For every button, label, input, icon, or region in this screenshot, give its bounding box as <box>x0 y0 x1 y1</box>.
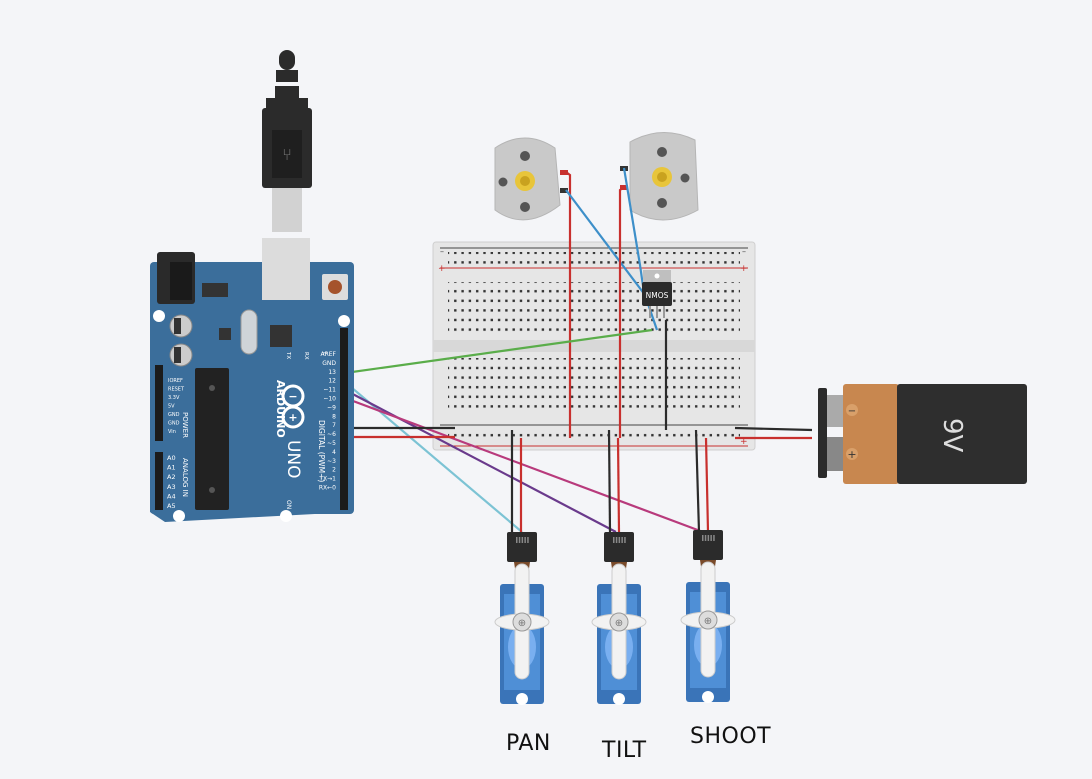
pin-label: 12 <box>328 378 336 385</box>
pin-label: ~5 <box>327 440 336 447</box>
on-label: ON <box>285 500 292 509</box>
arduino-uno[interactable]: − + ARDUINO UNO DIGITAL (PWM~) POWER ANA… <box>150 238 354 522</box>
wire-lightblue-pin11 <box>344 381 523 533</box>
analog-pin-label: A3 <box>167 483 176 491</box>
pin-label: ~6 <box>327 431 336 438</box>
led-label: L <box>321 352 327 356</box>
pin-label: ~10 <box>323 396 336 403</box>
digital-label: DIGITAL (PWM~) <box>317 420 326 482</box>
digital-pin-labels: AREF GND 13 12 ~11 ~10~9 8 7 ~6 ~5 4 ~3 2TX→1RX←0 <box>318 351 336 492</box>
pin-label: GND <box>322 360 336 367</box>
servos: ⊕ ⊕ ⊕ <box>494 530 736 705</box>
battery-plus: + <box>847 448 856 461</box>
pin-label: 8 <box>332 413 336 420</box>
power-pin-label: 3.3V <box>168 395 180 401</box>
svg-text:−: − <box>288 390 297 403</box>
wire-red-motor2 <box>618 186 625 438</box>
svg-text:⊕: ⊕ <box>615 618 623 629</box>
pin-label: 7 <box>332 422 336 429</box>
pin-label: TX→1 <box>318 476 336 483</box>
power-pin-labels: IOREF RESET 3.3V 5V GND GND Vin <box>168 378 185 435</box>
analog-pin-label: A5 <box>167 502 176 510</box>
power-pin-label: IOREF <box>168 378 183 384</box>
dc-motor-right[interactable] <box>620 131 699 221</box>
svg-text:+: + <box>740 437 748 447</box>
servo-tilt[interactable]: ⊕ <box>591 532 647 705</box>
arduino-brand: ARDUINO <box>274 380 287 438</box>
svg-text:+: + <box>288 411 297 424</box>
pin-label: 2 <box>332 467 336 474</box>
analog-pin-label: A1 <box>167 464 176 472</box>
analog-pin-label: A2 <box>167 473 176 481</box>
dc-motor-left[interactable] <box>494 137 568 221</box>
wire-magenta-pin9 <box>344 396 704 534</box>
pin-label: AREF <box>320 351 336 358</box>
svg-text:–: – <box>742 247 746 256</box>
power-pin-label: GND <box>168 412 180 418</box>
servo-pan[interactable]: ⊕ <box>494 532 550 705</box>
wire-green-pin13 <box>344 328 653 375</box>
battery-9v[interactable]: − + 9V <box>818 384 1027 484</box>
nmos-transistor[interactable]: NMOS <box>642 270 672 318</box>
battery-label: 9V <box>937 418 967 453</box>
pin-label: ~9 <box>327 404 336 411</box>
wire-purple-pin10 <box>344 389 617 533</box>
breadboard: – + – + + <box>432 241 756 451</box>
svg-text:⊕: ⊕ <box>518 618 526 629</box>
arduino-model: UNO <box>283 440 303 479</box>
label-shoot: SHOOT <box>690 724 772 749</box>
svg-text:–: – <box>440 247 444 256</box>
battery-minus: − <box>848 406 856 417</box>
pin-label: 13 <box>328 369 336 376</box>
tx-rx-labels: TX RX L <box>285 351 327 360</box>
pin-label: ~3 <box>327 458 336 465</box>
svg-text:+: + <box>740 264 748 274</box>
led-label: RX <box>303 352 309 360</box>
analog-pin-label: A0 <box>167 454 176 462</box>
power-pin-label: Vin <box>168 429 176 435</box>
analog-pin-label: A4 <box>167 492 176 500</box>
power-pin-label: RESET <box>168 387 185 393</box>
wire-red-motor1 <box>565 171 572 438</box>
power-label: POWER <box>181 412 189 438</box>
led-label: TX <box>285 351 291 359</box>
wire-black-battery <box>734 426 813 432</box>
nmos-label: NMOS <box>646 291 669 300</box>
usb-cable: ⑂ <box>262 50 312 232</box>
pin-label: 4 <box>332 449 336 456</box>
servo-shoot[interactable]: ⊕ <box>680 530 736 703</box>
svg-text:⑂: ⑂ <box>282 145 292 164</box>
svg-text:+: + <box>438 264 446 274</box>
pin-label: RX←0 <box>319 485 336 492</box>
power-pin-label: 5V <box>168 404 175 410</box>
power-pin-label: GND <box>168 421 180 427</box>
label-pan: PAN <box>506 731 551 756</box>
pin-label: ~11 <box>323 387 336 394</box>
analog-label: ANALOG IN <box>181 458 189 497</box>
label-tilt: TILT <box>602 738 647 763</box>
svg-text:⊕: ⊕ <box>704 616 712 627</box>
